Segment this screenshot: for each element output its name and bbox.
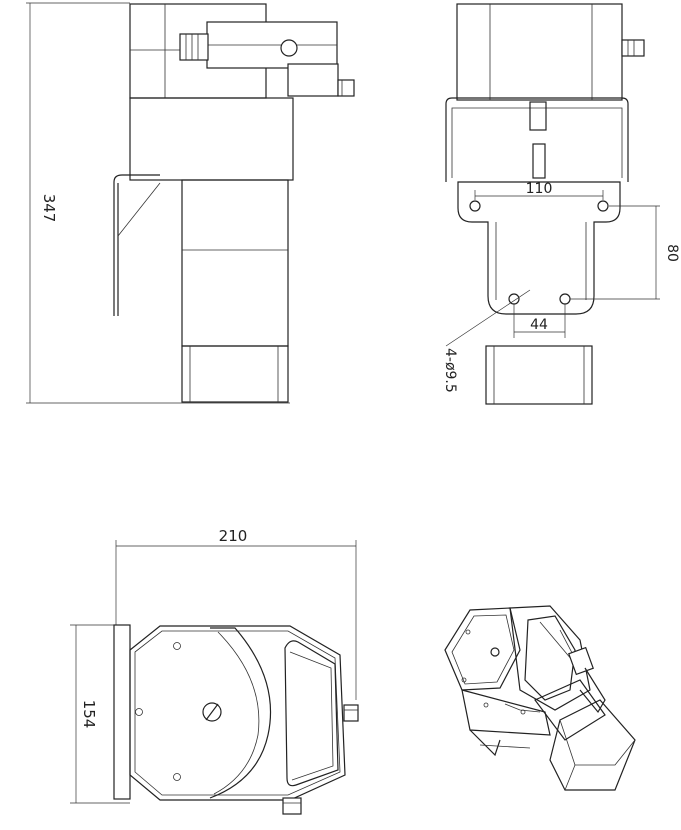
dim-154-label: 154 bbox=[80, 700, 98, 729]
dim-44-label: 44 bbox=[530, 317, 548, 333]
hole-callout-label: 4-ø9.5 bbox=[442, 348, 458, 393]
dim-210-label: 210 bbox=[219, 527, 248, 545]
isometric-view bbox=[444, 605, 636, 791]
side-view: 347 bbox=[26, 2, 355, 404]
dim-height-label: 347 bbox=[40, 194, 58, 223]
dim-80-label: 80 bbox=[664, 244, 680, 262]
top-view: 210 154 bbox=[70, 527, 359, 815]
dim-110-label: 110 bbox=[526, 181, 553, 197]
front-view: 110 80 44 4-ø9.5 bbox=[442, 3, 680, 405]
